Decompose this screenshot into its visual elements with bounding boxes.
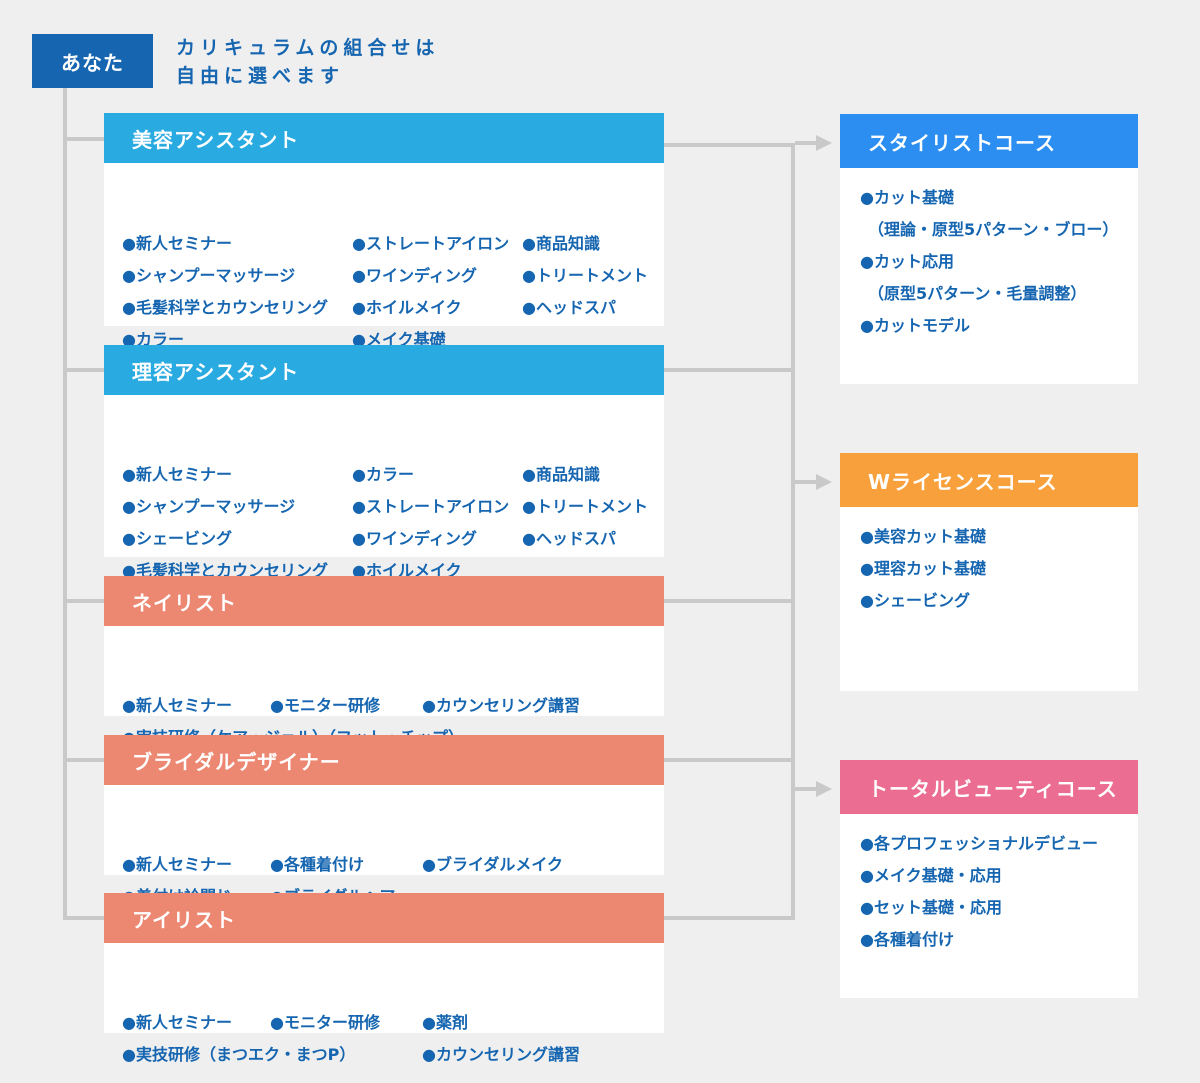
course-item: ●シャンプーマッサージ: [122, 266, 296, 285]
connector-to-stylist: [795, 141, 817, 145]
course-item: ●ホイルメイク: [352, 561, 462, 580]
connector-branch-barber: [63, 368, 104, 372]
course-item: ●カラー: [122, 330, 184, 349]
course-item: ●各プロフェッショナルデビュー: [860, 834, 1098, 853]
connector-branch-eye: [63, 916, 104, 920]
course-item: ●ホイルメイク: [352, 298, 462, 317]
connector-branch-nail: [63, 599, 104, 603]
intro-line-1: カリキュラムの組合せは: [176, 37, 440, 59]
connector-out-nail: [664, 599, 795, 603]
course-item: ●カウンセリング講習: [422, 1045, 580, 1064]
intro-line-2: 自由に選べます: [176, 65, 345, 87]
course-item: ●ヘッドスパ: [522, 298, 616, 317]
course-item: ●カット応用: [860, 252, 954, 271]
connector-to-wlicense: [795, 480, 817, 484]
course-item: ●毛髪科学とカウンセリング: [122, 298, 328, 317]
course-card-beauty-assistant: 美容アシスタント ●新人セミナー ●ストレートアイロン ●商品知識 ●シャンプー…: [104, 113, 664, 349]
connector-out-barber: [664, 368, 795, 372]
course-card-total-beauty: トータルビューティコース ●各プロフェッショナルデビュー ●メイク基礎・応用 ●…: [840, 760, 1138, 998]
course-item: ●ブライダルメイク: [422, 855, 564, 874]
course-item: ●毛髪科学とカウンセリング: [122, 561, 328, 580]
course-card-stylist: スタイリストコース ●カット基礎 （理論・原型5パターン・ブロー） ●カット応用…: [840, 114, 1138, 384]
course-title: アイリスト: [104, 893, 664, 943]
course-item: ●新人セミナー: [122, 234, 232, 253]
course-item: ●ストレートアイロン: [352, 497, 510, 516]
course-item: ●モニター研修: [270, 1013, 380, 1032]
course-title: スタイリストコース: [840, 114, 1138, 168]
course-item: ●新人セミナー: [122, 465, 232, 484]
course-item: ●各種着付け: [860, 930, 954, 949]
connector-trunk-left: [63, 88, 67, 920]
course-item: ●カウンセリング講習: [422, 696, 580, 715]
course-item: ●美容カット基礎: [860, 527, 986, 546]
course-card-nailist: ネイリスト ●新人セミナー ●モニター研修 ●カウンセリング講習 ●実技研修（ケ…: [104, 576, 664, 747]
course-title: ネイリスト: [104, 576, 664, 626]
connector-out-beauty: [664, 143, 795, 147]
course-item: ●トリートメント: [522, 266, 648, 285]
course-item: ●カット基礎: [860, 188, 954, 207]
course-item: ●薬剤: [422, 1013, 468, 1032]
course-item: ●ストレートアイロン: [352, 234, 510, 253]
connector-out-bridal: [664, 758, 795, 762]
course-item: ●商品知識: [522, 234, 600, 253]
course-item: ●シェービング: [860, 591, 970, 610]
course-item: ●ワインディング: [352, 266, 477, 285]
course-item: ●新人セミナー: [122, 855, 232, 874]
course-item: ●シャンプーマッサージ: [122, 497, 296, 516]
course-item-note: （理論・原型5パターン・ブロー）: [868, 220, 1119, 239]
course-item: ●実技研修（まつエク・まつP）: [122, 1045, 356, 1064]
course-item: ●トリートメント: [522, 497, 648, 516]
course-item: ●商品知識: [522, 465, 600, 484]
course-item: ●セット基礎・応用: [860, 898, 1002, 917]
course-item: ●メイク基礎・応用: [860, 866, 1002, 885]
course-item: ●シェービング: [122, 529, 232, 548]
course-title: トータルビューティコース: [840, 760, 1138, 814]
course-card-bridal-designer: ブライダルデザイナー ●新人セミナー ●各種着付け ●ブライダルメイク ●着付け…: [104, 735, 664, 906]
course-item: ●ワインディング: [352, 529, 477, 548]
course-title: 理容アシスタント: [104, 345, 664, 395]
course-item: ●ヘッドスパ: [522, 529, 616, 548]
course-item: ●各種着付け: [270, 855, 364, 874]
connector-branch-beauty: [63, 137, 104, 141]
arrow-stylist-icon: [816, 135, 832, 151]
course-title: ブライダルデザイナー: [104, 735, 664, 785]
arrow-total-icon: [816, 781, 832, 797]
course-item: ●メイク基礎: [352, 330, 446, 349]
course-card-barber-assistant: 理容アシスタント ●新人セミナー ●カラー ●商品知識 ●シャンプーマッサージ …: [104, 345, 664, 580]
course-item: ●カラー: [352, 465, 414, 484]
you-box: あなた: [32, 34, 153, 88]
connector-out-eye: [664, 916, 795, 920]
course-card-w-license: Wライセンスコース ●美容カット基礎 ●理容カット基礎 ●シェービング: [840, 453, 1138, 691]
course-title: Wライセンスコース: [840, 453, 1138, 507]
course-item: ●理容カット基礎: [860, 559, 986, 578]
connector-trunk-right: [791, 143, 795, 920]
course-title: 美容アシスタント: [104, 113, 664, 163]
course-item: ●新人セミナー: [122, 1013, 232, 1032]
course-item-note: （原型5パターン・毛量調整）: [868, 284, 1087, 303]
course-item: ●モニター研修: [270, 696, 380, 715]
course-card-eyelist: アイリスト ●新人セミナー ●モニター研修 ●薬剤 ●実技研修（まつエク・まつP…: [104, 893, 664, 1064]
course-item: ●新人セミナー: [122, 696, 232, 715]
intro-text: カリキュラムの組合せは 自由に選べます: [176, 34, 439, 90]
connector-to-total: [795, 787, 817, 791]
arrow-wlicense-icon: [816, 474, 832, 490]
connector-branch-bridal: [63, 758, 104, 762]
course-item: ●カットモデル: [860, 316, 970, 335]
